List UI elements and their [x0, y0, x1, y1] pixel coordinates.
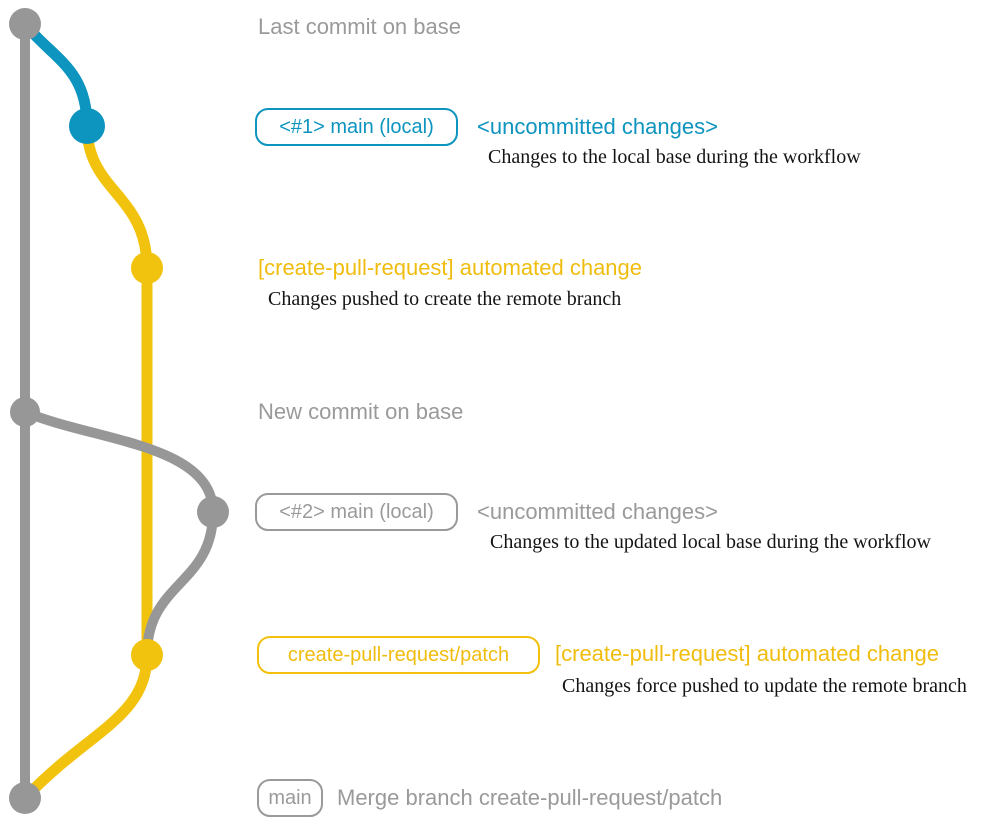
commit-dot-automated-change-1: [131, 252, 163, 284]
branch-label-main: main: [257, 779, 323, 817]
branch-label-main-local-1-text: <#1> main (local): [279, 115, 434, 138]
commit-dot-uncommitted-changes-1: [69, 108, 105, 144]
commit-message-new-commit-on-base: New commit on base: [258, 399, 464, 424]
annotation-force-pushed-update: Changes force pushed to update the remot…: [562, 675, 967, 697]
branch-label-main-local-2-text: <#2> main (local): [279, 500, 434, 523]
commit-dot-last-commit-on-base: [9, 8, 41, 40]
patch-merge-curve: [21, 649, 153, 802]
commit-message-uncommitted-changes-1: <uncommitted changes>: [477, 114, 718, 139]
branch-label-main-local-1: <#1> main (local): [255, 108, 458, 146]
updated-local-main-curve: [20, 407, 218, 517]
branch-label-main-text: main: [268, 786, 312, 809]
commit-message-last-commit-on-base: Last commit on base: [258, 14, 461, 39]
commit-dot-new-commit-on-base: [10, 397, 40, 427]
commit-message-merge-branch: Merge branch create-pull-request/patch: [337, 785, 723, 810]
annotation-local-base-changes-1: Changes to the local base during the wor…: [488, 146, 861, 168]
annotation-local-base-changes-2: Changes to the updated local base during…: [490, 531, 931, 553]
commit-message-automated-change-1: [create-pull-request] automated change: [258, 255, 643, 280]
commit-dot-uncommitted-changes-2: [197, 496, 229, 528]
branch-label-create-pull-request-patch-text: create-pull-request/patch: [287, 643, 510, 666]
annotation-pushed-to-create-branch: Changes pushed to create the remote bran…: [268, 288, 622, 310]
commit-dot-automated-change-2: [131, 639, 163, 671]
patch-branch-curve-1: [81, 120, 153, 274]
local-main-reset-curve: [142, 507, 218, 660]
commit-message-automated-change-2: [create-pull-request] automated change: [555, 641, 940, 666]
commit-message-uncommitted-changes-2: <uncommitted changes>: [477, 499, 718, 524]
branch-label-create-pull-request-patch: create-pull-request/patch: [257, 636, 540, 674]
branch-label-main-local-2: <#2> main (local): [255, 493, 458, 531]
commit-dot-merge-commit: [9, 782, 41, 814]
